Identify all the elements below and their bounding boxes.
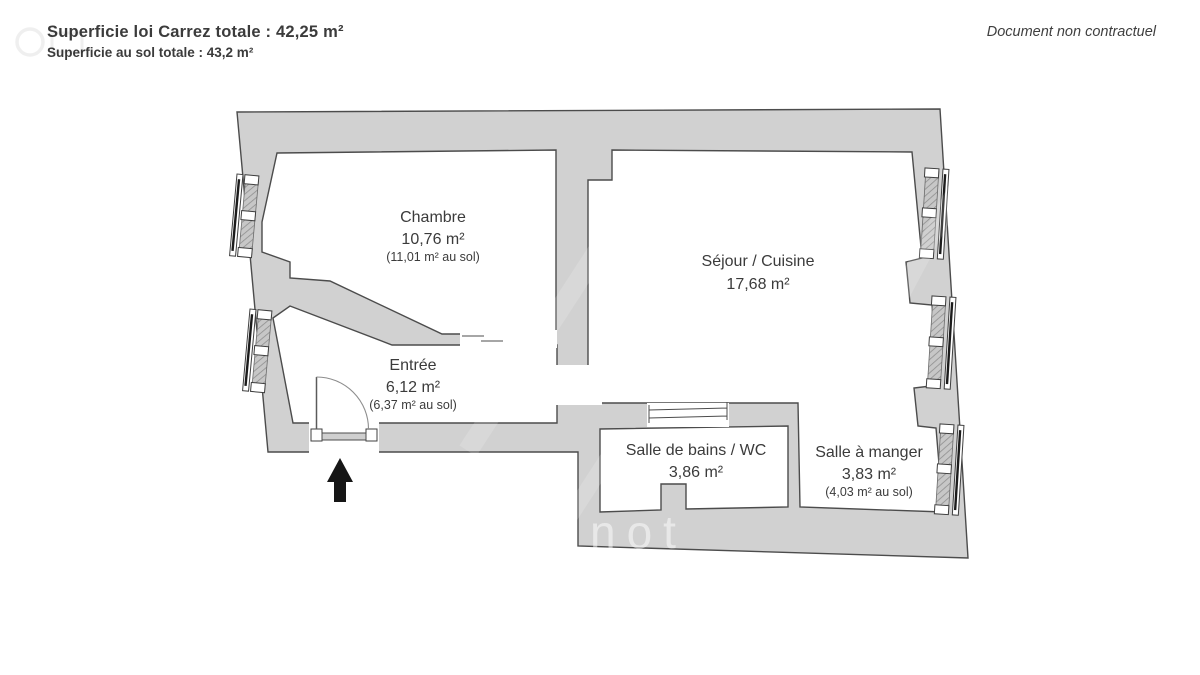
label-chambre: Chambre 10,76 m² (11,01 m² au sol) <box>386 209 480 264</box>
room-area: 17,68 m² <box>726 276 790 293</box>
room-name: Chambre <box>400 209 466 226</box>
room-floor-area: (4,03 m² au sol) <box>825 485 913 499</box>
room-name: Salle de bains / WC <box>626 442 767 459</box>
doorway-entree-sejour <box>556 365 602 405</box>
total-carrez-area: Superficie loi Carrez totale : 42,25 m² <box>47 23 344 41</box>
window-left-2 <box>242 308 273 394</box>
entrance-arrow-icon <box>327 458 353 502</box>
room-floor-area: (6,37 m² au sol) <box>369 398 457 412</box>
label-salle-de-bains: Salle de bains / WC 3,86 m² <box>626 442 767 481</box>
doorway-chambre-entree <box>505 330 557 348</box>
watermark-streaks <box>459 152 983 608</box>
label-salle-a-manger: Salle à manger 3,83 m² (4,03 m² au sol) <box>815 444 923 499</box>
room-name: Salle à manger <box>815 444 923 461</box>
room-sejour-cuisine <box>587 149 944 513</box>
room-area: 10,76 m² <box>401 231 465 248</box>
room-area: 3,86 m² <box>669 464 724 481</box>
interior-window-bains <box>647 402 729 427</box>
total-floor-area: Superficie au sol totale : 43,2 m² <box>47 45 254 60</box>
room-salle-de-bains <box>599 425 789 513</box>
room-chambre <box>261 149 557 335</box>
disclaimer-text: Document non contractuel <box>986 24 1156 40</box>
room-name: Entrée <box>389 357 436 374</box>
window-right-2 <box>925 295 957 390</box>
room-area: 6,12 m² <box>386 379 441 396</box>
room-name: Séjour / Cuisine <box>702 253 815 270</box>
faint-logo-watermark <box>15 27 84 57</box>
interior-window-chambre <box>460 331 505 348</box>
room-area: 3,83 m² <box>842 466 897 483</box>
label-sejour-cuisine: Séjour / Cuisine 17,68 m² <box>702 253 815 293</box>
window-left-1 <box>229 173 260 259</box>
room-floor-area: (11,01 m² au sol) <box>386 250 480 264</box>
window-right-1 <box>918 167 950 260</box>
entrance-door <box>310 376 378 442</box>
notary-watermark: not <box>590 506 687 558</box>
label-entree: Entrée 6,12 m² (6,37 m² au sol) <box>369 357 457 412</box>
window-right-3 <box>933 423 965 516</box>
